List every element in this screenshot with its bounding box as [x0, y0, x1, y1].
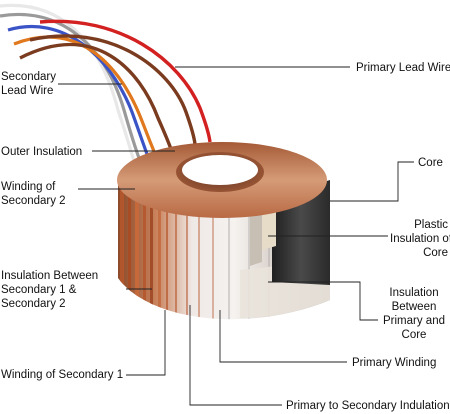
label-line: Secondary 2 — [1, 298, 66, 310]
label-line: Insulation Between — [1, 270, 99, 282]
label-line: Lead Wire — [1, 85, 54, 97]
label-line: Secondary — [1, 71, 56, 83]
label-line: Between — [391, 301, 437, 313]
label-line: Secondary 1 & — [1, 284, 77, 296]
label-line: Insulation of — [390, 233, 450, 245]
label-line: Primary and — [383, 315, 445, 327]
leader-lines — [58, 66, 414, 406]
label-primary-to-secondary: Primary to Secondary Indulation — [286, 400, 450, 412]
leader-primary-to-secondary — [189, 305, 282, 406]
label-secondary-lead-wire: Secondary Lead Wire — [1, 70, 56, 98]
label-line: Core — [401, 329, 427, 341]
label-insulation-between-secondary: Insulation Between Secondary 1 & Seconda… — [1, 269, 98, 311]
label-core: Core — [418, 157, 443, 169]
label-line: Insulation — [389, 287, 439, 299]
label-line: Winding of — [1, 181, 56, 193]
label-primary-lead-wire: Primary Lead Wire — [356, 62, 450, 74]
label-winding-secondary-1: Winding of Secondary 1 — [1, 369, 124, 381]
toroid-top — [117, 142, 327, 218]
label-plastic-insulation: Plastic Insulation of Core — [390, 218, 450, 260]
label-line: Core — [423, 247, 448, 259]
label-winding-secondary-2: Winding of Secondary 2 — [1, 180, 66, 208]
leader-winding-secondary-1 — [126, 310, 166, 376]
label-outer-insulation: Outer Insulation — [1, 146, 83, 158]
label-primary-winding: Primary Winding — [352, 357, 437, 369]
leader-core — [330, 161, 414, 202]
label-line: Plastic — [414, 219, 448, 231]
leader-primary-winding — [219, 310, 347, 363]
leader-insulation-between-primary-core — [268, 281, 378, 321]
label-insulation-between-primary-core: Insulation Between Primary and Core — [380, 286, 448, 342]
primary-lead-wire — [19, 19, 212, 153]
label-line: Secondary 2 — [1, 195, 66, 207]
